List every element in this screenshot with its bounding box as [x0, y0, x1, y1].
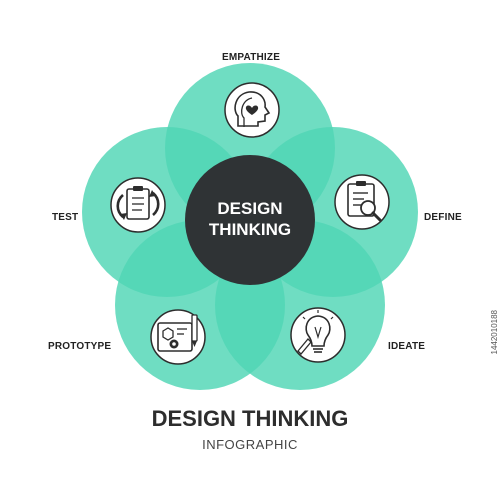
- center-title: DESIGN THINKING: [185, 198, 315, 240]
- blueprint-gear-icon: [150, 309, 206, 365]
- center-title-line1: DESIGN: [217, 199, 283, 218]
- center-title-line2: THINKING: [208, 220, 292, 239]
- stock-id: 1442010188: [490, 310, 499, 355]
- head-heart-icon: [224, 82, 280, 138]
- label-test: TEST: [52, 212, 79, 223]
- footer-subtitle: INFOGRAPHIC: [202, 437, 298, 452]
- side-strip: [486, 0, 500, 500]
- center-circle: [185, 155, 315, 285]
- footer-title: DESIGN THINKING: [151, 406, 349, 431]
- label-empathize: EMPATHIZE: [222, 52, 281, 63]
- label-prototype: PROTOTYPE: [48, 341, 112, 352]
- clipboard-cycle-icon: [110, 177, 166, 233]
- label-ideate: IDEATE: [388, 341, 426, 352]
- label-define: DEFINE: [424, 212, 462, 223]
- clipboard-magnifier-icon: [334, 174, 390, 230]
- lightbulb-pencil-icon: [290, 307, 346, 363]
